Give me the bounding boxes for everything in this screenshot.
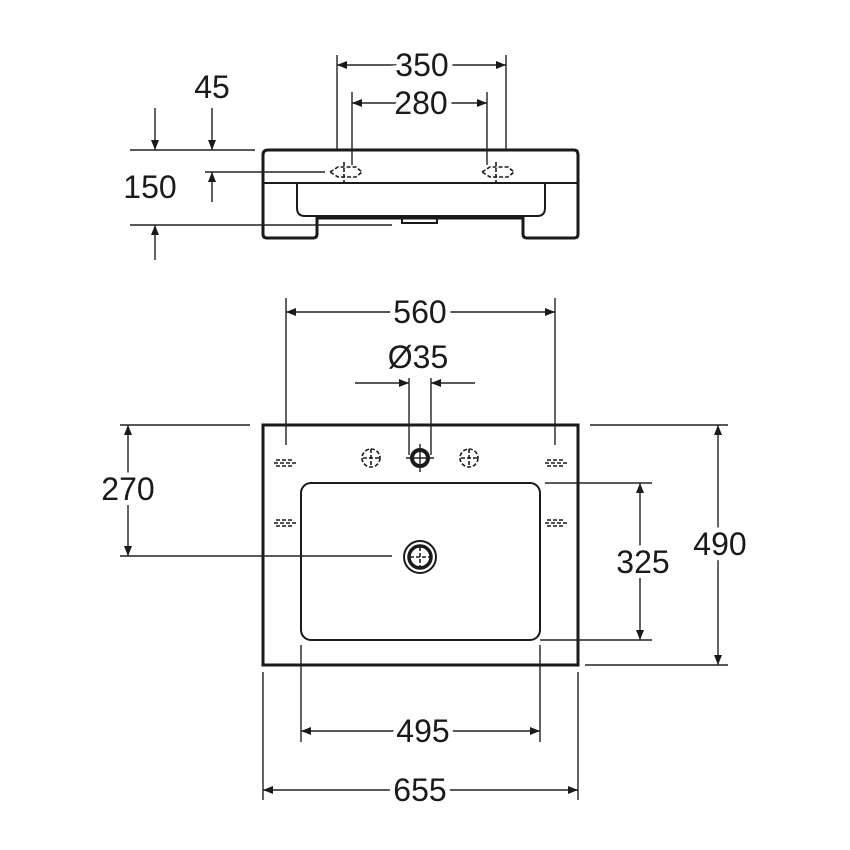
fixing-hole-icon <box>328 162 364 182</box>
fixing-hole-icon <box>480 162 516 182</box>
dimension-label-655: 655 <box>393 772 446 808</box>
dimension-label-350: 350 <box>395 47 448 83</box>
dimension-label-280: 280 <box>394 85 447 121</box>
dimension-label-325: 325 <box>616 544 669 580</box>
dimension-label-490: 490 <box>693 526 746 562</box>
fixing-point-icon <box>274 519 296 527</box>
fixing-point-icon <box>545 519 567 527</box>
basin-side-outline <box>261 148 580 240</box>
optional-tap-hole-icon <box>361 448 381 468</box>
tap-hole-icon <box>406 444 434 472</box>
basin-top-outline <box>261 423 580 667</box>
fixing-point-icon <box>274 459 296 467</box>
drain-profile <box>401 217 438 224</box>
side-view: 350 280 45 150 <box>118 42 580 260</box>
top-view: 560 Ø35 270 325 490 495 655 <box>96 289 751 813</box>
dimension-label-150: 150 <box>123 169 176 205</box>
dimension-label-495: 495 <box>396 713 449 749</box>
dimension-label-270: 270 <box>101 471 154 507</box>
dimension-label-45: 45 <box>194 69 230 105</box>
waste-outlet-icon <box>403 540 437 574</box>
bowl-outline <box>300 482 541 641</box>
fixing-point-icon <box>545 459 567 467</box>
bowl-profile <box>296 183 546 217</box>
optional-tap-hole-icon <box>459 448 479 468</box>
dimension-label-560: 560 <box>393 294 446 330</box>
dimension-label-tap-hole: Ø35 <box>388 339 448 375</box>
